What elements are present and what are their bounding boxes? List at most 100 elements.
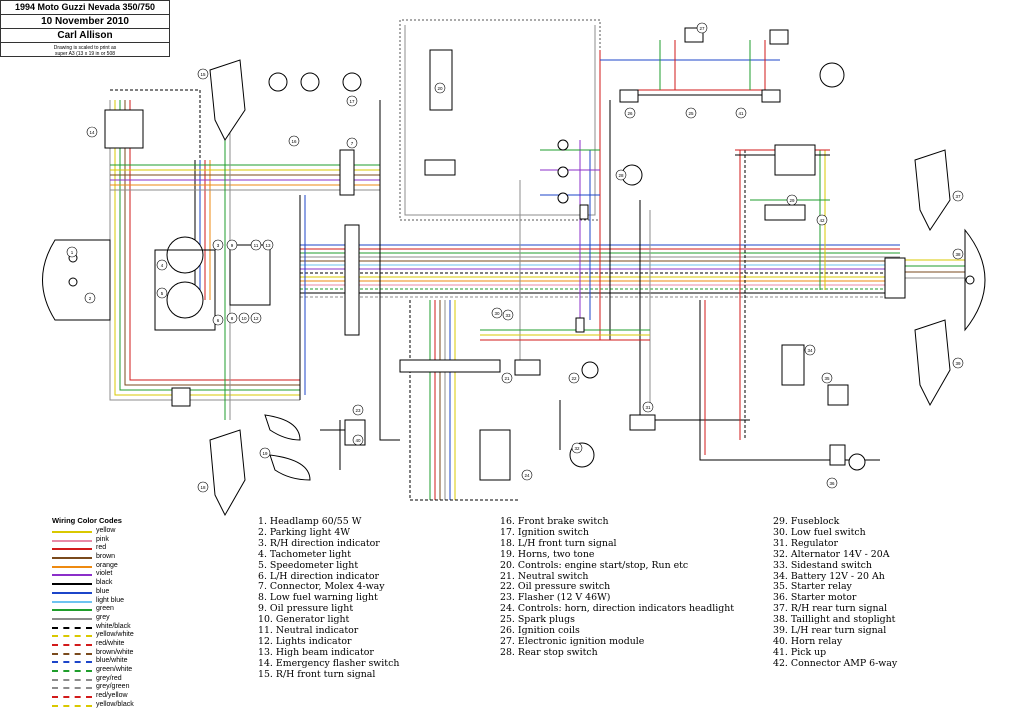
- callout-6: 6: [212, 314, 224, 326]
- part-list-item: 27. Electronic ignition module: [500, 635, 645, 647]
- svg-text:32: 32: [574, 446, 580, 451]
- legend-label: brown/white: [96, 648, 134, 656]
- callout-17: 17: [346, 95, 358, 107]
- legend-item: yellow/white: [52, 631, 192, 640]
- title-author: Carl Allison: [1, 29, 169, 43]
- legend-label: violet: [96, 570, 113, 578]
- callout-10: 10: [238, 312, 250, 324]
- tachometer-shape: [166, 236, 204, 274]
- legend-item: grey/red: [52, 675, 192, 684]
- part-list-item: 7. Connector, Molex 4-way: [258, 581, 385, 593]
- legend-label: blue: [96, 587, 110, 595]
- svg-text:8: 8: [231, 316, 234, 321]
- legend-item: yellow/black: [52, 701, 192, 709]
- svg-text:41: 41: [738, 111, 744, 116]
- part-list-item: 3. R/H direction indicator: [258, 537, 380, 549]
- callout-4: 4: [156, 259, 168, 271]
- svg-text:37: 37: [955, 194, 961, 199]
- legend-swatch: [52, 600, 92, 603]
- part-list-item: 39. L/H rear turn signal: [773, 625, 887, 637]
- svg-text:3: 3: [217, 243, 220, 248]
- part-list-item: 8. Low fuel warning light: [258, 592, 378, 604]
- legend-swatch: [52, 565, 92, 568]
- callout-13: 13: [262, 239, 274, 251]
- part-list-item: 25. Spark plugs: [500, 614, 575, 626]
- legend-label: yellow/white: [96, 631, 134, 639]
- part-list-item: 33. Sidestand switch: [773, 559, 872, 571]
- title-note: Drawing is scaled to print as super A3 (…: [1, 43, 169, 57]
- svg-text:13: 13: [265, 243, 271, 248]
- callout-23: 23: [352, 404, 364, 416]
- legend-label: yellow/black: [96, 700, 134, 708]
- legend-item: red: [52, 544, 192, 553]
- callout-31: 31: [642, 401, 654, 413]
- callout-42: 42: [816, 214, 828, 226]
- svg-text:16: 16: [291, 139, 297, 144]
- callout-5: 5: [156, 287, 168, 299]
- callout-12: 12: [250, 312, 262, 324]
- part-list-item: 37. R/H rear turn signal: [773, 603, 888, 615]
- legend-label: grey/green: [96, 683, 130, 691]
- callout-35: 35: [821, 372, 833, 384]
- legend-swatch: [52, 643, 92, 646]
- svg-text:5: 5: [161, 291, 164, 296]
- svg-text:18: 18: [200, 485, 206, 490]
- components: [42, 27, 986, 517]
- svg-text:38: 38: [955, 252, 961, 257]
- legend-item: violet: [52, 570, 192, 579]
- legend-item: green: [52, 605, 192, 614]
- svg-text:7: 7: [351, 141, 354, 146]
- callout-7: 7: [346, 137, 358, 149]
- legend-swatch: [52, 704, 92, 707]
- legend-swatch: [52, 652, 92, 655]
- legend-swatch: [52, 626, 92, 629]
- svg-text:21: 21: [504, 376, 510, 381]
- svg-text:28: 28: [618, 173, 624, 178]
- legend-item: white/black: [52, 623, 192, 632]
- part-list-item: 23. Flasher (12 V 46W): [500, 592, 611, 604]
- part-list-item: 42. Connector AMP 6-way: [773, 657, 898, 669]
- legend-item: green/white: [52, 666, 192, 675]
- callout-36: 36: [826, 477, 838, 489]
- callout-22: 22: [568, 372, 580, 384]
- legend-label: red/yellow: [96, 692, 128, 700]
- legend-swatch: [52, 661, 92, 664]
- callout-21: 21: [501, 372, 513, 384]
- svg-text:2: 2: [89, 296, 92, 301]
- callout-32: 32: [571, 442, 583, 454]
- part-list-item: 17. Ignition switch: [500, 526, 589, 538]
- legend-label: green: [96, 605, 114, 613]
- legend-label: black: [96, 579, 113, 587]
- part-list-item: 21. Neutral switch: [500, 570, 589, 582]
- legend-swatch: [52, 687, 92, 690]
- part-list-item: 1. Headlamp 60/55 W: [258, 516, 362, 527]
- svg-text:12: 12: [253, 316, 259, 321]
- callout-18: 18: [197, 481, 209, 493]
- svg-text:27: 27: [699, 26, 705, 31]
- part-list-item: 14. Emergency flasher switch: [258, 657, 400, 669]
- part-list-item: 15. R/H front turn signal: [258, 668, 376, 680]
- svg-text:9: 9: [231, 243, 234, 248]
- callout-15: 15: [197, 68, 209, 80]
- svg-text:26: 26: [627, 111, 633, 116]
- callout-26: 26: [624, 107, 636, 119]
- legend-swatch: [52, 609, 92, 612]
- title-block: 1994 Moto Guzzi Nevada 350/750 10 Novemb…: [0, 0, 170, 57]
- legend-swatch: [52, 557, 92, 560]
- part-list-item: 24. Controls: horn, direction indicators…: [500, 603, 734, 615]
- part-list-item: 35. Starter relay: [773, 581, 852, 593]
- left-harness: [109, 89, 381, 420]
- title-note-line1: Drawing is scaled to print as: [53, 45, 117, 51]
- legend-title: Wiring Color Codes: [52, 516, 122, 525]
- callout-37: 37: [952, 190, 964, 202]
- center-harness: [320, 19, 880, 501]
- callout-2: 2: [84, 292, 96, 304]
- svg-text:34: 34: [807, 348, 813, 353]
- part-list-item: 20. Controls: engine start/stop, Run etc: [500, 559, 689, 571]
- svg-text:15: 15: [200, 72, 206, 77]
- legend-item: blue/white: [52, 657, 192, 666]
- part-list-item: 6. L/H direction indicator: [258, 570, 379, 582]
